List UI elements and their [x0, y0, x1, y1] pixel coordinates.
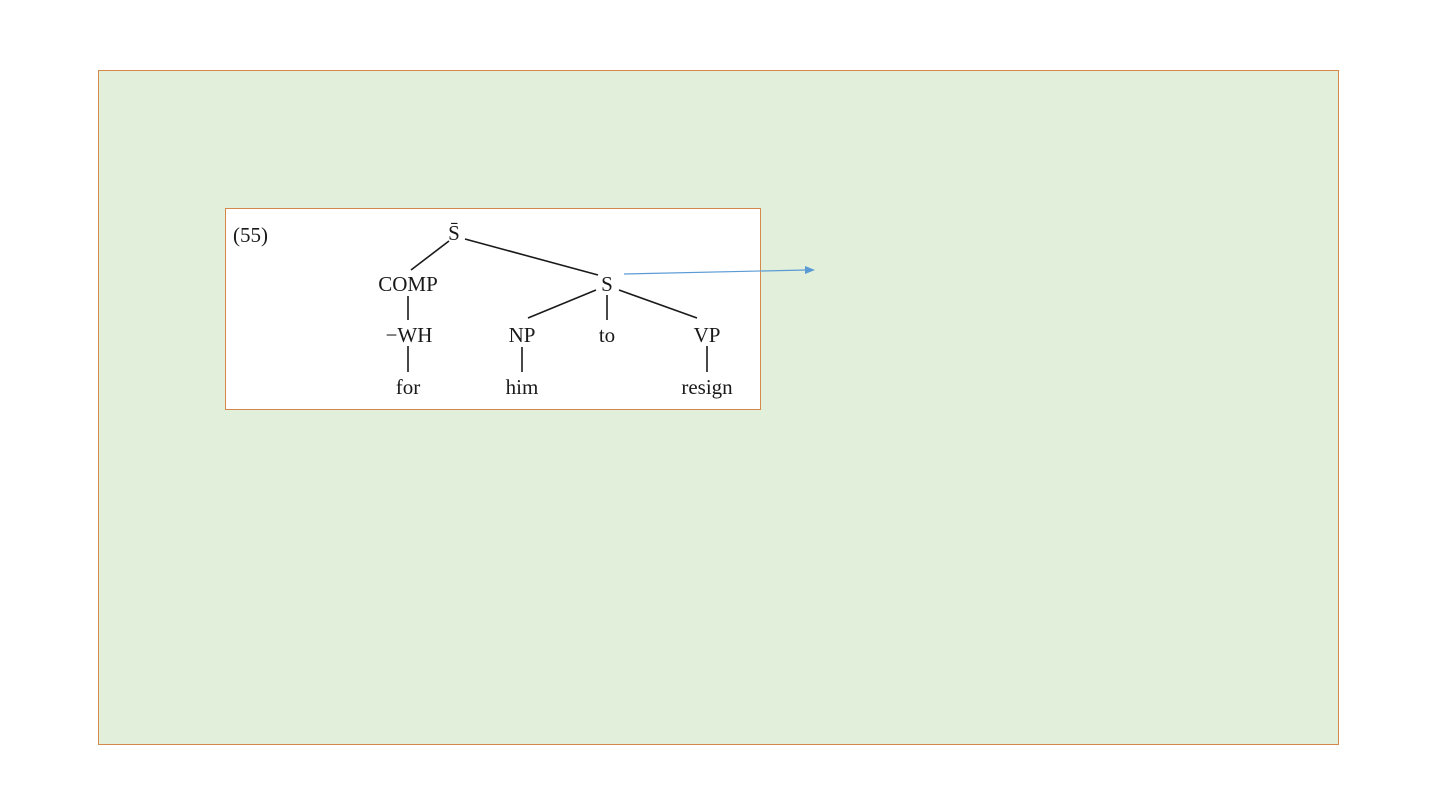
- terminal-for: for: [396, 375, 421, 399]
- terminal-him: him: [506, 375, 539, 399]
- arrow-right-icon: [623, 266, 815, 275]
- node-sbar: S̄: [448, 221, 460, 245]
- node-np: NP: [509, 323, 536, 347]
- node-comp: COMP: [378, 272, 438, 296]
- node-to: to: [599, 323, 615, 347]
- tree-branches: [407, 238, 708, 372]
- example-number: (55): [233, 223, 268, 247]
- node-s: S: [601, 272, 613, 296]
- node-wh: −WH: [386, 323, 433, 347]
- branch-sbar-comp: [410, 240, 450, 271]
- terminal-resign: resign: [681, 375, 733, 399]
- branch-s-vp: [618, 289, 698, 319]
- branch-sbar-s: [464, 238, 599, 276]
- node-vp: VP: [694, 323, 721, 347]
- branch-s-np: [527, 289, 597, 319]
